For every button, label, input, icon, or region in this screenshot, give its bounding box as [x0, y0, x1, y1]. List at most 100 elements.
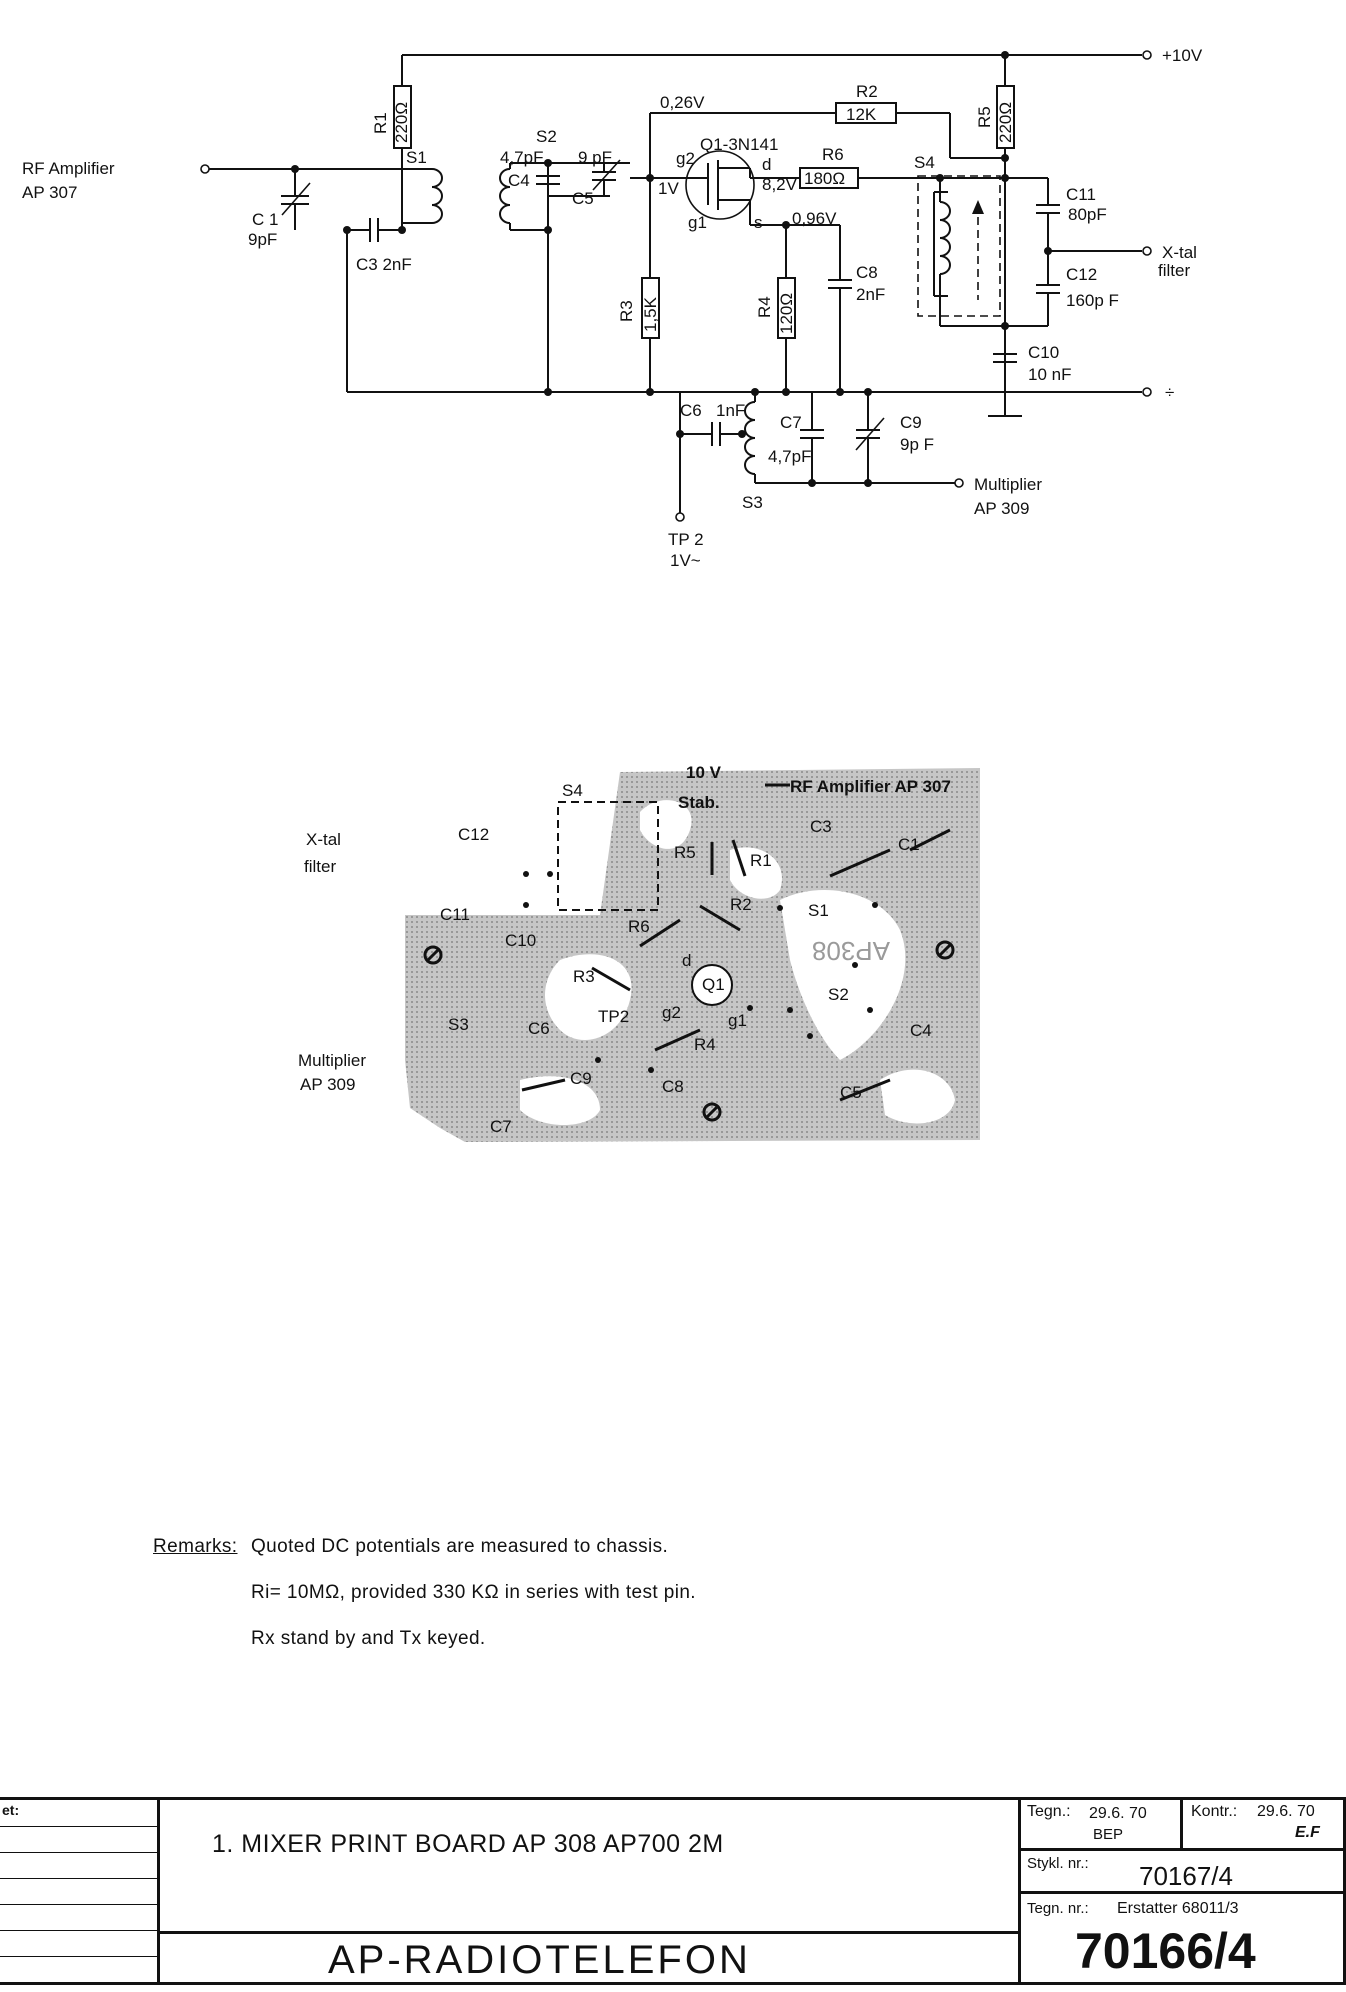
mult-terminal	[954, 478, 964, 488]
r1-label: R1	[371, 112, 390, 134]
q1-pin-s: s	[754, 213, 763, 232]
board-label-c4: C4	[910, 1021, 932, 1040]
r1-value: 220Ω	[392, 102, 411, 143]
c3-label: C3 2nF	[356, 255, 412, 274]
board-label-d: d	[682, 951, 691, 970]
rf-input-label: RF Amplifier	[22, 159, 115, 178]
board-label-c10: C10	[505, 931, 536, 950]
c6-label: C6	[680, 401, 702, 420]
c8-value: 2nF	[856, 285, 885, 304]
r3-label: R3	[617, 300, 636, 322]
rf-input-sublabel: AP 307	[22, 183, 77, 202]
board-label-c7: C7	[490, 1117, 512, 1136]
checked-cell: Kontr.: 29.6. 70 E.F	[1180, 1797, 1346, 1851]
drawing-number: 70166/4	[1075, 1923, 1256, 1979]
q1-pin-g2: g2	[676, 149, 695, 168]
board-label-s2: S2	[828, 985, 849, 1004]
c7-label: C7	[780, 413, 802, 432]
tp2-terminal	[675, 512, 685, 522]
revision-header: et:	[2, 1802, 20, 1818]
drawing-number-label: Tegn. nr.:	[1027, 1900, 1089, 1917]
s4-label: S4	[914, 153, 935, 172]
board-label-tp2: TP2	[598, 1007, 629, 1026]
s3-label: S3	[742, 493, 763, 512]
board-label-c11: C11	[440, 905, 470, 924]
c4-value: 4,7pF	[500, 148, 543, 167]
board-mult-label: Multiplier	[298, 1051, 366, 1070]
board-supply-sublabel: Stab.	[678, 793, 720, 812]
q1-pin-d: d	[762, 155, 771, 174]
board-label-r3: R3	[573, 967, 595, 986]
c11-label: C11	[1066, 185, 1096, 204]
q1-transistor	[685, 150, 755, 220]
source-voltage: 0,96V	[792, 209, 837, 228]
c10-value: 10 nF	[1028, 365, 1071, 384]
tp2-label: TP 2	[668, 530, 704, 549]
company-name: AP-RADIOTELEFON	[328, 1938, 751, 1982]
r2-value: 12K	[846, 105, 877, 124]
c5-label: C5	[572, 189, 594, 208]
c6-value: 1nF	[716, 401, 745, 420]
r2-label: R2	[856, 82, 878, 101]
c12-label: C12	[1066, 265, 1097, 284]
drawing-number-cell: Tegn. nr.: Erstatter 68011/3 70166/4	[1018, 1891, 1346, 1985]
board-xtal-sublabel: filter	[304, 857, 336, 876]
checked-date: 29.6. 70	[1257, 1803, 1315, 1820]
r4-value: 120Ω	[777, 293, 796, 334]
board-label-c9: C9	[570, 1069, 592, 1088]
ground-label: ÷	[1165, 383, 1174, 402]
remarks-line-2: Ri= 10MΩ, provided 330 KΩ in series with…	[251, 1582, 696, 1603]
board-q1	[691, 964, 733, 1006]
board-label-c6: C6	[528, 1019, 550, 1038]
drawing-title: 1. MIXER PRINT BOARD AP 308 AP700 2M	[212, 1830, 724, 1858]
r4-label: R4	[755, 296, 774, 318]
q1-pin-g1: g1	[688, 213, 707, 232]
board-label-r4: R4	[694, 1035, 716, 1054]
remarks-line-1: Quoted DC potentials are measured to cha…	[251, 1536, 669, 1557]
drawn-date: 29.6. 70	[1089, 1805, 1147, 1822]
board-label-q1: Q1	[702, 975, 725, 994]
drawn-by: BEP	[1093, 1826, 1124, 1843]
g2-bus-voltage: 0,26V	[660, 93, 705, 112]
checked-by: E.F	[1295, 1824, 1320, 1841]
board-number: AP308	[812, 936, 890, 966]
supply-terminal	[1142, 50, 1152, 60]
r6-label: R6	[822, 145, 844, 164]
xtal-label: X-tal	[1162, 243, 1197, 262]
c10-label: C10	[1028, 343, 1059, 362]
drain-voltage: 8,2V	[762, 175, 798, 194]
c4-label: C4	[508, 171, 530, 190]
board-label-g1: g1	[728, 1011, 747, 1030]
board-label-c8: C8	[662, 1077, 684, 1096]
tp2-voltage: 1V~	[670, 551, 701, 570]
board-mult-sublabel: AP 309	[300, 1075, 355, 1094]
board-supply-label: 10 V	[686, 763, 722, 782]
mounting-screw	[935, 940, 955, 960]
replaces-note: Erstatter 68011/3	[1117, 1900, 1239, 1917]
mult-label: Multiplier	[974, 475, 1042, 494]
mounting-screw	[423, 945, 443, 965]
parts-number: 70167/4	[1139, 1861, 1233, 1891]
board-rf-label: RF Amplifier AP 307	[790, 777, 951, 796]
board-label-c3: C3	[810, 817, 832, 836]
board-label-r5: R5	[674, 843, 696, 862]
supply-label: +10V	[1162, 46, 1203, 65]
board-label-c5: C5	[840, 1083, 862, 1102]
board-label-c1: C1	[898, 835, 920, 854]
r6-value: 180Ω	[804, 169, 845, 188]
board-label-g2: g2	[662, 1003, 681, 1022]
board-label-s4: S4	[562, 781, 583, 800]
board-label-r6: R6	[628, 917, 650, 936]
r5-label: R5	[975, 106, 994, 128]
c5-value: 9 pF	[578, 148, 612, 167]
r3-value: 1,5K	[641, 296, 660, 332]
mult-sublabel: AP 309	[974, 499, 1029, 518]
q1-label: Q1-3N141	[700, 135, 778, 154]
xtal-sublabel: filter	[1158, 261, 1190, 280]
c12-value: 160p F	[1066, 291, 1119, 310]
c8-label: C8	[856, 263, 878, 282]
c1-value: 9pF	[248, 230, 277, 249]
revision-column: et:	[0, 1797, 160, 1985]
board-label-c12: C12	[458, 825, 489, 844]
